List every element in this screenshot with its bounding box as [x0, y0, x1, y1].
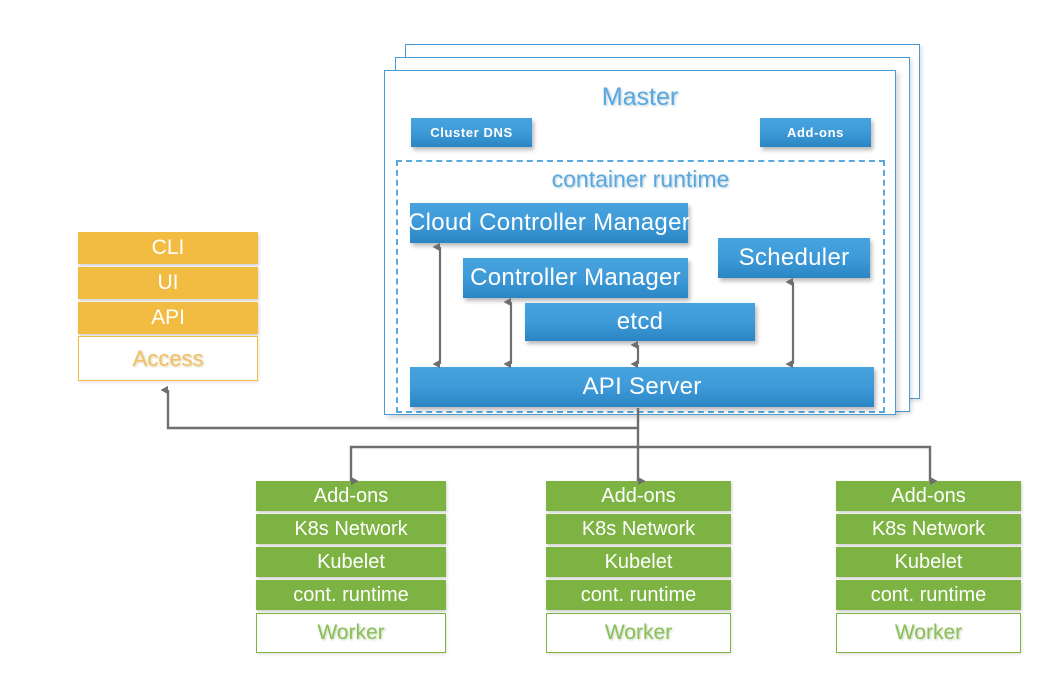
- container-runtime-title: container runtime: [551, 166, 730, 192]
- cloud-controller-manager-label: Cloud Controller Manager: [408, 209, 691, 236]
- access-row-api-label: API: [151, 306, 185, 329]
- worker-3-row-kubelet[interactable]: Kubelet: [836, 547, 1021, 577]
- worker-2-footer: Worker: [546, 613, 731, 653]
- access-row-ui-label: UI: [157, 271, 179, 294]
- api-server-node[interactable]: API Server: [410, 367, 874, 407]
- worker-1-network-label: K8s Network: [294, 517, 408, 540]
- master-addons-label: Add-ons: [787, 125, 844, 140]
- access-row-cli-label: CLI: [151, 236, 185, 259]
- controller-manager-label: Controller Manager: [470, 264, 681, 291]
- access-row-cli[interactable]: CLI: [78, 232, 258, 264]
- scheduler-node[interactable]: Scheduler: [718, 238, 870, 278]
- worker-1-footer: Worker: [256, 613, 446, 653]
- worker-3-footer: Worker: [836, 613, 1021, 653]
- wire-api-to-worker-1: [349, 445, 638, 486]
- cluster-dns-node[interactable]: Cluster DNS: [411, 118, 532, 147]
- worker-2-addons-label: Add-ons: [601, 484, 676, 507]
- access-row-ui[interactable]: UI: [78, 267, 258, 299]
- worker-3-addons-label: Add-ons: [891, 484, 966, 507]
- worker-3-row-addons[interactable]: Add-ons: [836, 481, 1021, 511]
- worker-3-row-network[interactable]: K8s Network: [836, 514, 1021, 544]
- worker-3-kubelet-label: Kubelet: [894, 550, 963, 573]
- wire-api-to-worker-3: [638, 445, 938, 486]
- worker-2-footer-label: Worker: [604, 621, 673, 644]
- worker-2-row-runtime[interactable]: cont. runtime: [546, 580, 731, 610]
- access-stack[interactable]: CLI UI API Access: [78, 232, 258, 387]
- worker-1-row-kubelet[interactable]: Kubelet: [256, 547, 446, 577]
- worker-node-2[interactable]: Add-ons K8s Network Kubelet cont. runtim…: [546, 481, 731, 656]
- master-addons-node[interactable]: Add-ons: [760, 118, 871, 147]
- worker-1-row-runtime[interactable]: cont. runtime: [256, 580, 446, 610]
- access-row-api[interactable]: API: [78, 302, 258, 334]
- worker-1-row-addons[interactable]: Add-ons: [256, 481, 446, 511]
- worker-2-row-kubelet[interactable]: Kubelet: [546, 547, 731, 577]
- cloud-controller-manager-node[interactable]: Cloud Controller Manager: [408, 203, 691, 243]
- worker-node-3[interactable]: Add-ons K8s Network Kubelet cont. runtim…: [836, 481, 1021, 656]
- etcd-label: etcd: [616, 308, 664, 335]
- worker-3-footer-label: Worker: [894, 621, 963, 644]
- etcd-node[interactable]: etcd: [525, 303, 755, 341]
- api-server-label: API Server: [582, 373, 702, 400]
- worker-2-network-label: K8s Network: [581, 517, 696, 540]
- worker-1-footer-label: Worker: [317, 621, 385, 644]
- container-runtime-region: [396, 160, 885, 413]
- worker-2-row-addons[interactable]: Add-ons: [546, 481, 731, 511]
- worker-1-kubelet-label: Kubelet: [317, 550, 385, 573]
- worker-node-1[interactable]: Add-ons K8s Network Kubelet cont. runtim…: [256, 481, 446, 656]
- master-title: Master: [601, 83, 679, 111]
- worker-3-row-runtime[interactable]: cont. runtime: [836, 580, 1021, 610]
- worker-2-kubelet-label: Kubelet: [604, 550, 673, 573]
- worker-1-row-network[interactable]: K8s Network: [256, 514, 446, 544]
- worker-1-runtime-label: cont. runtime: [293, 583, 409, 606]
- cluster-dns-label: Cluster DNS: [430, 125, 513, 140]
- worker-3-network-label: K8s Network: [871, 517, 986, 540]
- access-footer: Access: [78, 336, 258, 381]
- worker-2-runtime-label: cont. runtime: [580, 583, 697, 606]
- worker-3-runtime-label: cont. runtime: [870, 583, 987, 606]
- controller-manager-node[interactable]: Controller Manager: [463, 258, 688, 298]
- worker-1-addons-label: Add-ons: [313, 484, 389, 507]
- scheduler-label: Scheduler: [738, 244, 850, 271]
- access-footer-label: Access: [132, 345, 204, 371]
- worker-2-row-network[interactable]: K8s Network: [546, 514, 731, 544]
